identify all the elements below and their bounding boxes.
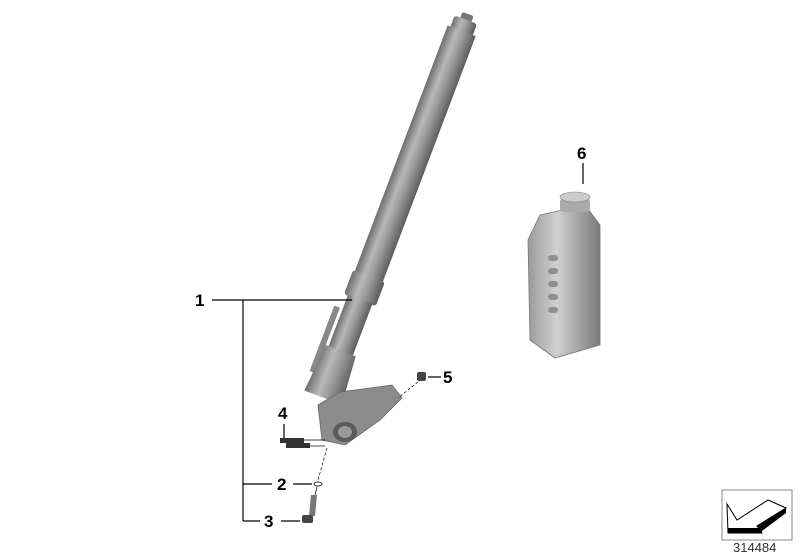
fork-oil-bottle bbox=[527, 191, 601, 359]
callout-3[interactable]: 3 bbox=[264, 512, 274, 531]
leader-lines bbox=[212, 163, 584, 522]
callout-5[interactable]: 5 bbox=[443, 368, 453, 387]
fork-tube bbox=[304, 12, 477, 405]
drawing-number: 314484 bbox=[733, 540, 777, 555]
callout-1[interactable]: 1 bbox=[195, 291, 205, 310]
orientation-arrow-icon bbox=[721, 489, 793, 541]
washer bbox=[313, 481, 323, 487]
plug bbox=[417, 372, 426, 381]
axle-clamp bbox=[317, 384, 403, 446]
callout-4[interactable]: 4 bbox=[278, 404, 288, 423]
callout-2[interactable]: 2 bbox=[277, 475, 287, 494]
clamp-screws bbox=[280, 438, 325, 448]
callout-6[interactable]: 6 bbox=[577, 144, 587, 163]
bolt bbox=[309, 495, 317, 516]
